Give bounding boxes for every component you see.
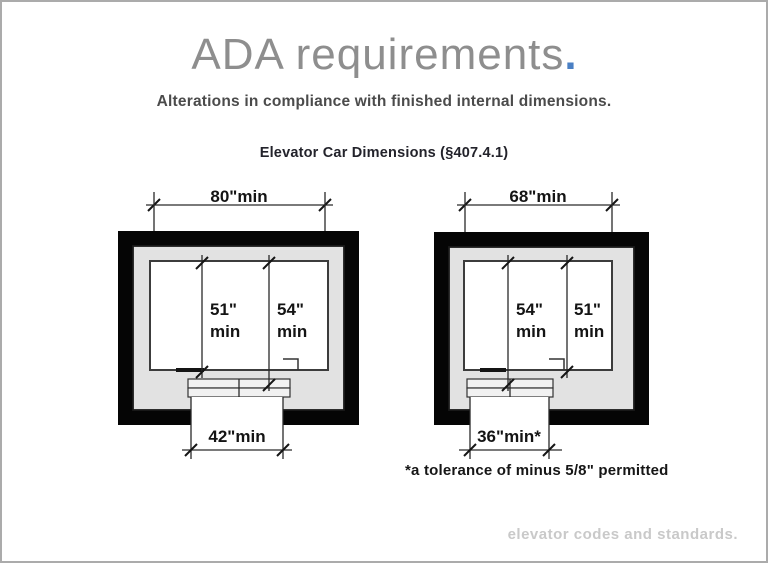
depth-dimension-min: min — [516, 322, 546, 341]
tick-mark — [195, 256, 209, 379]
slide-subtitle: Alterations in compliance with finished … — [156, 93, 612, 110]
depth-dimension-label: 51" — [574, 300, 601, 319]
depth-dimension-min: min — [574, 322, 604, 341]
tick-mark — [184, 443, 290, 457]
door-panels — [187, 378, 291, 398]
slide-footer: elevator codes and standards. — [507, 526, 738, 543]
door-opening-area — [470, 397, 549, 453]
depth-dimension-label: 51" — [210, 300, 237, 319]
depth-dimension-label: 54" — [277, 300, 304, 319]
right-depth-b-dimension: 51" min — [560, 255, 604, 379]
right-depth-a-dimension: 54" min — [501, 255, 546, 392]
title-accent-period: . — [564, 30, 577, 79]
door-return-panel — [480, 368, 506, 372]
width-dimension-label: 80"min — [210, 187, 267, 206]
depth-dimension-min: min — [277, 322, 307, 341]
left-car-diagram: 80"min 51" min — [118, 187, 359, 459]
right-width-dimension: 68"min — [457, 187, 620, 266]
door-dimension-label: 36"min* — [477, 427, 541, 446]
figure-heading: Elevator Car Dimensions (§407.4.1) — [259, 145, 509, 161]
left-depth-a-dimension: 51" min — [195, 255, 240, 379]
tick-mark — [560, 256, 574, 379]
tolerance-footnote: *a tolerance of minus 5/8" permitted — [405, 462, 669, 479]
depth-dimension-min: min — [210, 322, 240, 341]
car-interior — [149, 260, 329, 371]
door-opening — [469, 358, 565, 459]
tick-mark — [463, 443, 556, 457]
door-opening-area — [191, 397, 283, 453]
tick-mark — [262, 256, 276, 392]
door-return-panel — [176, 368, 204, 372]
door-jamb-step — [283, 358, 299, 370]
right-car-diagram: 68"min 54" min — [434, 187, 649, 459]
left-door-dimension: 42"min — [182, 427, 292, 457]
door-jamb-step — [549, 358, 565, 370]
right-door-dimension: 36"min* — [459, 427, 562, 457]
door-opening — [176, 358, 299, 459]
page-title-text: ADA requirements — [191, 30, 565, 79]
car-interior — [463, 260, 613, 371]
tick-mark — [501, 256, 515, 392]
door-dimension-label: 42"min — [208, 427, 265, 446]
depth-dimension-label: 54" — [516, 300, 543, 319]
left-depth-b-dimension: 54" min — [262, 255, 307, 392]
page-title: ADA requirements. — [2, 33, 766, 77]
width-dimension-label: 68"min — [509, 187, 566, 206]
